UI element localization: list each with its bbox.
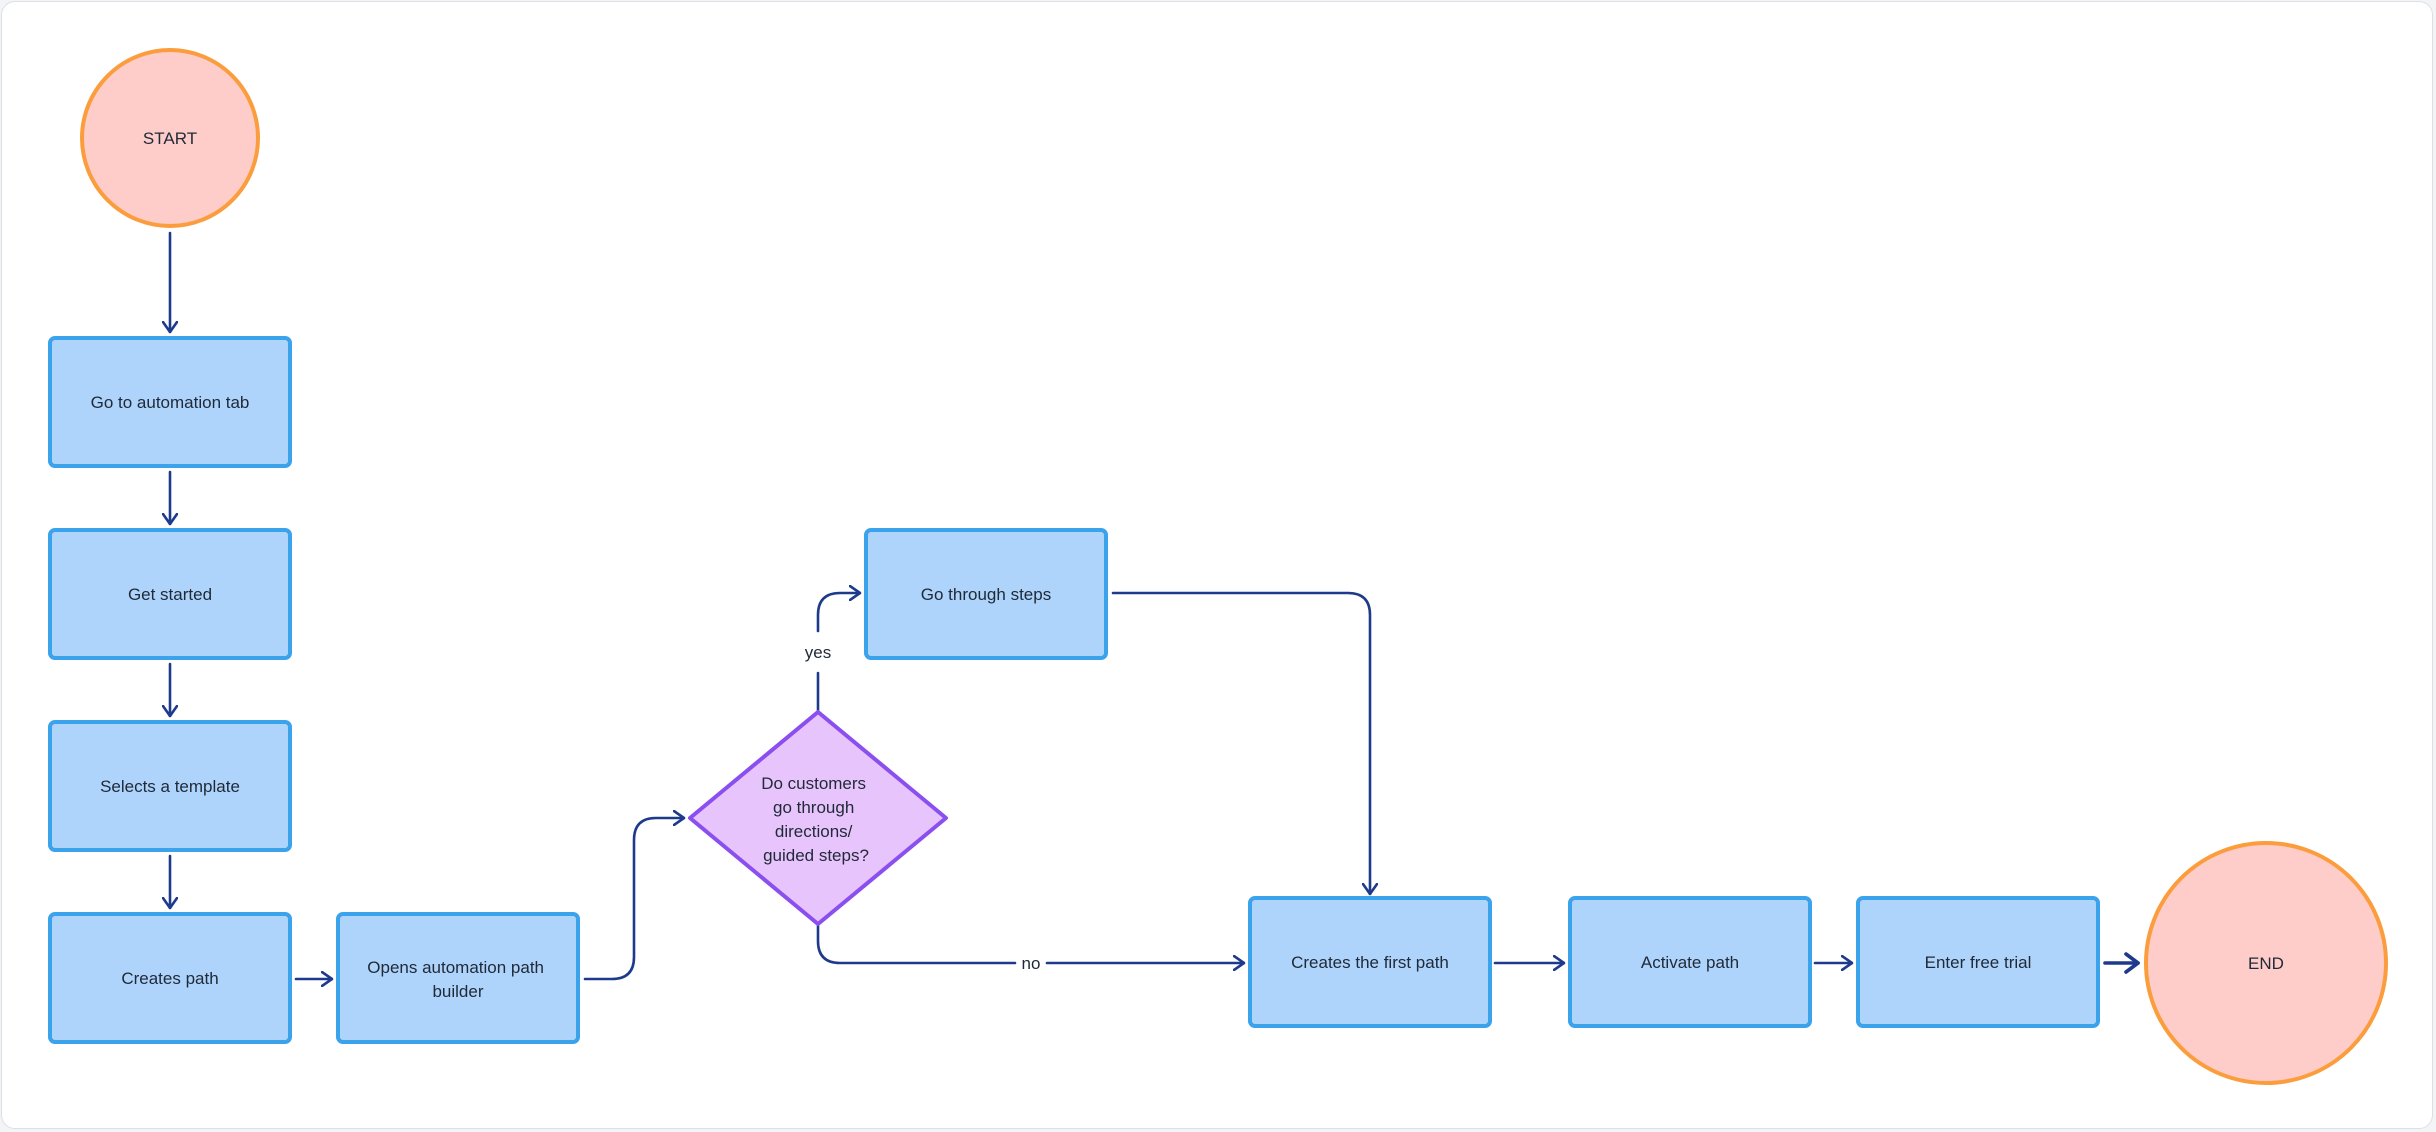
- creates-path-node: Creates path: [48, 912, 292, 1044]
- decision-line-4: guided steps?: [763, 846, 869, 865]
- activate-path-node: Activate path: [1568, 896, 1812, 1028]
- decision-line-1: Do customers: [761, 774, 866, 793]
- opens-builder-node: Opens automation path builder: [336, 912, 580, 1044]
- automation-tab-node: Go to automation tab: [48, 336, 292, 468]
- opens-builder-line-1: Opens automation path: [367, 958, 544, 977]
- decision-line-3: directions/: [775, 822, 853, 841]
- get-started-node: Get started: [48, 528, 292, 660]
- select-template-label: Selects a template: [100, 777, 240, 796]
- start-label: START: [143, 129, 197, 148]
- edge-builder-to-decision: [583, 818, 686, 981]
- creates-path-label: Creates path: [121, 969, 218, 988]
- decision-line-2: go through: [773, 798, 854, 817]
- edge-decision-yes-to-steps: [816, 593, 862, 633]
- go-through-steps-label: Go through steps: [921, 585, 1051, 604]
- go-through-steps-node: Go through steps: [864, 528, 1108, 660]
- creates-first-path-node: Creates the first path: [1248, 896, 1492, 1028]
- free-trial-node: Enter free trial: [1856, 896, 2100, 1028]
- select-template-node: Selects a template: [48, 720, 292, 852]
- get-started-label: Get started: [128, 585, 212, 604]
- end-node: END: [2144, 841, 2388, 1085]
- start-node: START: [80, 48, 260, 228]
- activate-path-label: Activate path: [1641, 953, 1739, 972]
- edge-label-no: no: [1022, 954, 1041, 973]
- edge-steps-to-first-path: [1111, 591, 1370, 896]
- creates-first-path-label: Creates the first path: [1291, 953, 1449, 972]
- automation-tab-label: Go to automation tab: [91, 393, 250, 412]
- edge-label-yes: yes: [805, 643, 831, 662]
- opens-builder-line-2: builder: [432, 982, 483, 1001]
- end-label: END: [2248, 954, 2284, 973]
- opens-builder-label: Opens automation path builder: [367, 958, 548, 1001]
- decision-label: Do customers go through directions/ guid…: [761, 774, 871, 865]
- decision-node: Do customers go through directions/ guid…: [688, 710, 948, 926]
- free-trial-label: Enter free trial: [1925, 953, 2032, 972]
- edge-decision-no-left: [816, 923, 1017, 965]
